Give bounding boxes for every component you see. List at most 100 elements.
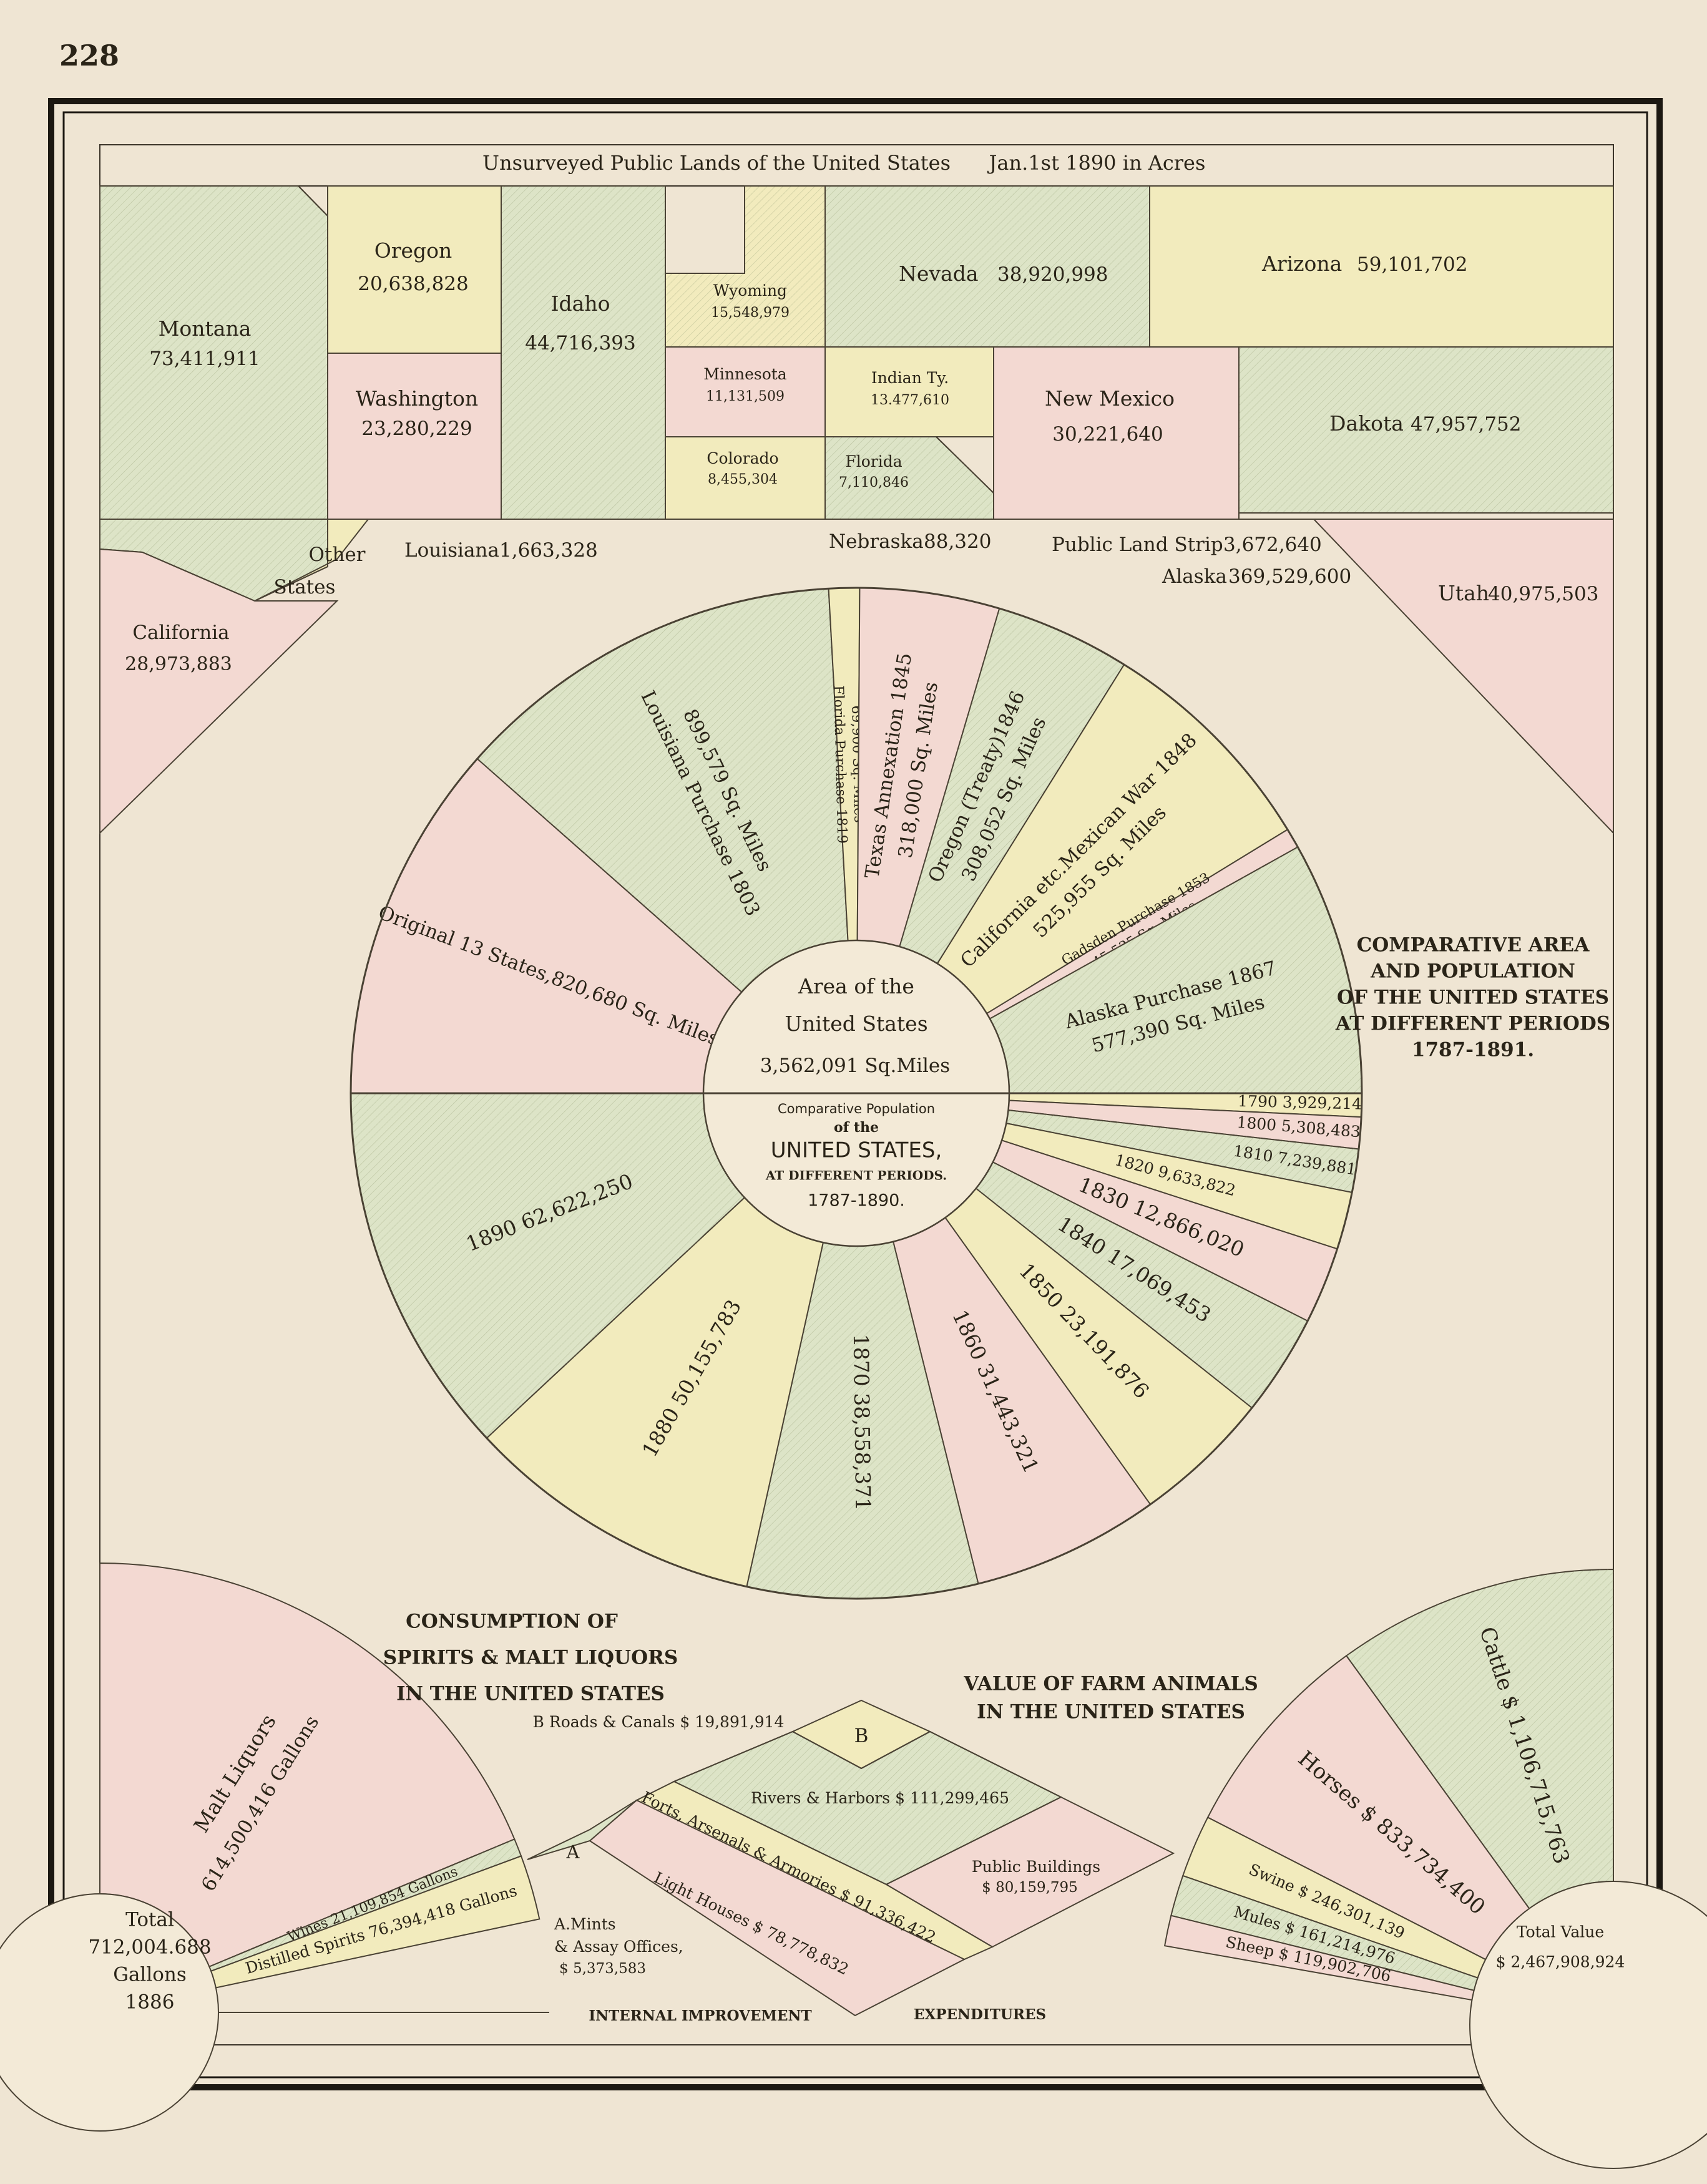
side-title-line: OF THE UNITED STATES bbox=[1337, 987, 1609, 1009]
liquor-slice-hatch bbox=[209, 1839, 521, 1971]
value-nebraska: 88,320 bbox=[924, 530, 991, 553]
region-colorado bbox=[665, 436, 826, 520]
animals-title: VALUE OF FARM ANIMALS IN THE UNITED STATE… bbox=[963, 1673, 1258, 1723]
label-assay-offices: & Assay Offices, bbox=[554, 1938, 683, 1956]
animals-total: Total Value $ 2,467,908,924 bbox=[1496, 1923, 1625, 1971]
value-dakota: 47,957,752 bbox=[1411, 413, 1522, 436]
label-california: California bbox=[132, 622, 229, 644]
region-nevada-hatch bbox=[824, 185, 1150, 348]
label-public-land-strip: Public Land Strip bbox=[1052, 534, 1223, 556]
lands-title: Unsurveyed Public Lands of the United St… bbox=[482, 151, 951, 175]
marker-a: A bbox=[566, 1841, 580, 1863]
label-florida: Florida bbox=[845, 452, 902, 470]
label-arizona: Arizona bbox=[1261, 251, 1342, 276]
label-colorado: Colorado bbox=[707, 449, 778, 467]
label-minnesota: Minnesota bbox=[703, 365, 787, 383]
label-dakota: Dakota bbox=[1329, 411, 1404, 436]
value-california: 28,973,883 bbox=[125, 653, 232, 675]
liquor-total-line: Total bbox=[125, 1909, 174, 1931]
marker-b: B bbox=[854, 1725, 869, 1747]
label-nebraska: Nebraska bbox=[829, 530, 924, 553]
center-discs bbox=[350, 587, 1363, 1600]
plate-border bbox=[99, 144, 1614, 2045]
value-montana: 73,411,911 bbox=[149, 348, 260, 370]
area-total: 3,562,091 Sq.Miles bbox=[760, 1055, 950, 1077]
population-slice-hatch bbox=[1006, 1110, 1359, 1192]
population-slice-hatch bbox=[351, 1093, 745, 1438]
page-number: 228 bbox=[59, 39, 120, 72]
liquor-total-line: Gallons bbox=[113, 1964, 187, 1986]
side-title-line: AND POPULATION bbox=[1370, 960, 1575, 983]
population-slice-label: 1790 3,929,214 bbox=[1238, 1092, 1362, 1113]
value-indian-territory: 13.477,610 bbox=[871, 392, 949, 408]
label-washington: Washington bbox=[356, 386, 478, 411]
outer-ring bbox=[350, 587, 1363, 1600]
region-california bbox=[99, 548, 339, 835]
animals-slice-hatch bbox=[1171, 1875, 1478, 1991]
value-nevada: 38,920,998 bbox=[997, 263, 1108, 286]
animals-total-line: $ 2,467,908,924 bbox=[1496, 1953, 1625, 1971]
label-utah: Utah bbox=[1438, 581, 1489, 605]
value-washington: 23,280,229 bbox=[361, 417, 472, 440]
value-minnesota: 11,131,509 bbox=[706, 389, 785, 404]
region-arizona bbox=[1149, 185, 1614, 348]
population-title-line: UNITED STATES, bbox=[771, 1138, 942, 1163]
population-title-line: AT DIFFERENT PERIODS. bbox=[765, 1168, 947, 1183]
area-pie-chart: Original 13 States,820,680 Sq. MilesLoui… bbox=[350, 587, 1363, 1094]
population-title-line: Comparative Population bbox=[778, 1101, 935, 1116]
value-public-buildings: $ 80,159,795 bbox=[982, 1879, 1078, 1896]
area-slice-label: Florida Purchase 1819 bbox=[830, 685, 849, 844]
value-utah: 40,975,503 bbox=[1488, 583, 1599, 605]
value-idaho: 44,716,393 bbox=[525, 332, 636, 354]
liquor-total-line: 1886 bbox=[125, 1991, 175, 2014]
value-wyoming: 15,548,979 bbox=[711, 305, 790, 321]
side-title-line: COMPARATIVE AREA bbox=[1357, 934, 1590, 957]
value-public-land-strip: 3,672,640 bbox=[1223, 534, 1322, 556]
label-alaska: Alaska bbox=[1162, 565, 1227, 588]
label-montana: Montana bbox=[159, 316, 252, 341]
label-indian-territory: Indian Ty. bbox=[871, 369, 949, 387]
liquor-center bbox=[0, 1893, 219, 2132]
animals-slice-hatch bbox=[1346, 1569, 1613, 1909]
label-wyoming: Wyoming bbox=[713, 281, 787, 300]
liquor-title-line: CONSUMPTION OF bbox=[406, 1611, 618, 1633]
liquor-total-line: 712,004.688 bbox=[88, 1936, 211, 1959]
area-slice-hatch bbox=[477, 588, 848, 992]
animals-center bbox=[1469, 1881, 1707, 2169]
lands-subtitle: Jan.1st 1890 in Acres bbox=[987, 151, 1206, 175]
label-forts-arsenals: Forts, Arsenals & Armories $ 91,336,422 bbox=[638, 1788, 939, 1946]
value-colorado: 8,455,304 bbox=[708, 472, 778, 487]
improvement-mints-a bbox=[527, 1800, 637, 1860]
value-oregon: 20,638,828 bbox=[358, 273, 469, 295]
animals-title-line: IN THE UNITED STATES bbox=[977, 1701, 1245, 1723]
value-louisiana: 1,663,328 bbox=[499, 539, 598, 562]
animals-title-line: VALUE OF FARM ANIMALS bbox=[963, 1673, 1258, 1695]
value-mints: $ 5,373,583 bbox=[559, 1961, 646, 1977]
inner-frame bbox=[62, 111, 1648, 2079]
label-idaho: Idaho bbox=[551, 291, 610, 316]
liquor-title-line: SPIRITS & MALT LIQUORS bbox=[383, 1647, 678, 1669]
value-florida: 7,110,846 bbox=[839, 475, 909, 490]
outer-frame bbox=[48, 98, 1663, 2090]
label-oregon: Oregon bbox=[374, 238, 452, 263]
label-nevada: Nevada bbox=[899, 261, 979, 286]
area-slice-hatch bbox=[989, 847, 1362, 1093]
internal-improvement-diagram bbox=[527, 1699, 1175, 2017]
animals-total-line: Total Value bbox=[1517, 1923, 1604, 1941]
area-slice-hatch bbox=[899, 608, 1125, 964]
value-new-mexico: 30,221,640 bbox=[1052, 423, 1163, 446]
side-title-line: AT DIFFERENT PERIODS bbox=[1335, 1013, 1610, 1035]
improvement-title-right: EXPENDITURES bbox=[914, 2006, 1046, 2023]
improvement-forts-arsenals bbox=[635, 1780, 994, 1961]
population-title-line: of the bbox=[834, 1119, 879, 1136]
side-title-line: 1787-1891. bbox=[1412, 1039, 1534, 1061]
